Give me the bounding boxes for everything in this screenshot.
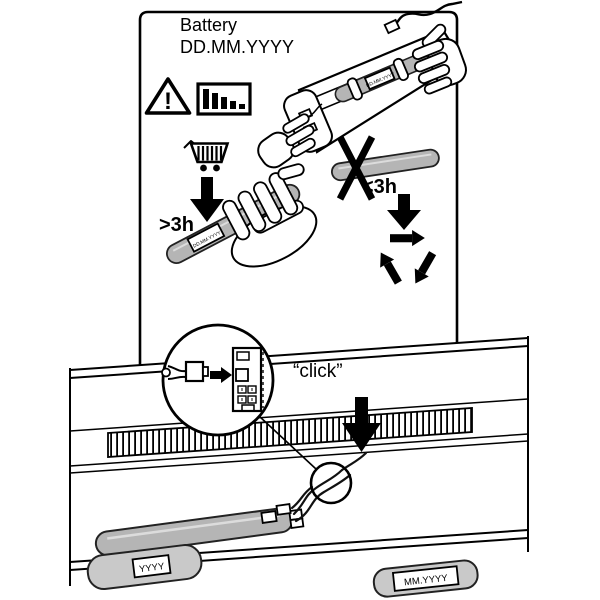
housing-wire [307, 103, 323, 118]
warning-exclamation: ! [164, 88, 172, 115]
right-finger-2 [413, 51, 449, 73]
title-line-1: Battery [180, 15, 237, 35]
wire-4 [340, 451, 368, 472]
cart-wheel-right [213, 164, 220, 172]
housing-battery-label [363, 66, 396, 91]
title-line-2: DD.MM.YYYY [180, 37, 294, 57]
right-hand [411, 23, 467, 95]
socket-opening [235, 368, 249, 382]
wire-3 [290, 485, 314, 510]
finger-4 [268, 172, 299, 216]
trunk-lower-line-2 [69, 440, 529, 474]
cable-connector [383, 18, 401, 35]
right-finger-3 [417, 63, 451, 85]
plug-wire-2 [167, 375, 187, 380]
left-finger-1 [282, 113, 310, 134]
socket-notch [241, 404, 255, 412]
prohibition-cross-icon [336, 135, 376, 201]
charge-time-more-label: >3h [159, 214, 194, 236]
luminaire-housing: DD.MM.YYYY [257, 0, 467, 169]
wire-1 [292, 468, 344, 516]
recycle-icon [380, 229, 437, 285]
panel-frame [138, 10, 459, 365]
bottom-right-battery-end: MM.YYYY [372, 559, 479, 598]
install-arrow-head [342, 423, 381, 452]
warning-triangle-outline [144, 77, 192, 115]
socket-bracket [236, 351, 250, 361]
wire-2 [294, 473, 352, 523]
finger-2 [237, 190, 267, 233]
wire-connector-2 [275, 503, 292, 516]
cart-stripes [197, 146, 223, 161]
bottom-left-battery-end: YYYY [86, 544, 203, 591]
battery-date-title: Battery DD.MM.YYYY [180, 15, 294, 57]
plug-nose [202, 366, 209, 377]
magnifier-leader-line [258, 415, 317, 470]
left-finger-3 [290, 137, 316, 158]
shopping-cart-icon [183, 140, 230, 172]
battery-connector-2 [289, 517, 305, 530]
trunk-mid-line [69, 398, 529, 432]
battery-sheen [107, 514, 280, 540]
dip-ticks [241, 388, 253, 401]
installed-battery [94, 507, 305, 557]
trunk-lower-line-1 [69, 433, 529, 467]
dispose-arrow-icon [387, 194, 421, 230]
warning-triangle-icon: ! [144, 77, 192, 115]
connection-highlight-circle [309, 461, 353, 505]
trunk-top-edge [69, 337, 529, 371]
wire-ferrule [161, 367, 171, 378]
luminaire-cross-section: YYYY MM.YYYY [69, 336, 529, 598]
housing-battery: DD.MM.YYYY [334, 52, 431, 103]
plug-wire-1 [167, 365, 187, 373]
finger-3 [253, 181, 283, 224]
buy-arrow-icon [190, 177, 224, 222]
date-label-strip-right [391, 565, 460, 592]
date-label-left-text: YYYY [139, 561, 166, 575]
dispose-arrow-head [387, 210, 421, 230]
hand-with-battery: DD.MM.YYYY [166, 163, 318, 268]
right-finger-1 [411, 39, 445, 61]
connector-plug [184, 360, 205, 383]
date-label-right-text: MM.YYYY [404, 573, 449, 589]
terminal-rail [107, 407, 473, 458]
battery-level-icon [196, 82, 252, 116]
dispose-arrow-shaft [398, 194, 410, 212]
buy-arrow-shaft [201, 177, 213, 201]
battery-clip-1 [346, 77, 363, 101]
cart-wheel-left [200, 164, 207, 172]
trunk-top-inner-edge [69, 345, 529, 379]
click-label: “click” [293, 361, 343, 382]
index-finger [277, 163, 305, 181]
battery-clip-2 [392, 57, 409, 81]
magnifier-detail [161, 323, 275, 437]
battery-date-label [186, 222, 226, 253]
left-hand [257, 113, 316, 169]
date-label-strip-left [131, 554, 172, 579]
buy-arrow-head [190, 199, 224, 222]
battery-level-bars [203, 89, 245, 109]
wire-connector [260, 510, 278, 524]
install-arrow-icon [342, 397, 381, 452]
insert-arrow-head [221, 367, 232, 383]
left-finger-2 [285, 124, 315, 147]
finger-1 [222, 199, 251, 241]
insert-arrow-shaft [210, 371, 221, 379]
cart-basket [189, 142, 230, 164]
install-arrow-shaft [355, 397, 368, 425]
charge-time-less-label: <3h [362, 176, 397, 198]
right-finger-4 [423, 76, 453, 95]
mains-cable [391, 0, 463, 29]
